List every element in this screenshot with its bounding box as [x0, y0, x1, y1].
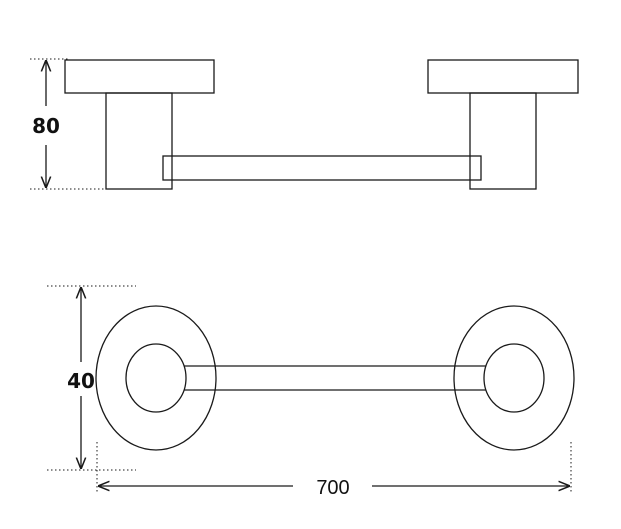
side-view: 80: [30, 58, 579, 190]
length-label: 700: [316, 477, 349, 499]
height-side-label: 80: [32, 114, 60, 138]
left-mount-plate: [64, 59, 215, 94]
height-top-label: 40: [67, 369, 95, 393]
right-mount-post: [469, 92, 537, 190]
left-rosette-outer: [95, 305, 217, 451]
right-mount-plate: [427, 59, 579, 94]
right-rosette-inner: [483, 343, 545, 413]
right-rosette-outer: [453, 305, 575, 451]
towel-bar-side: [162, 155, 482, 181]
top-view: 40 700: [47, 285, 575, 499]
left-mount-post: [105, 92, 173, 190]
left-rosette-inner: [125, 343, 187, 413]
